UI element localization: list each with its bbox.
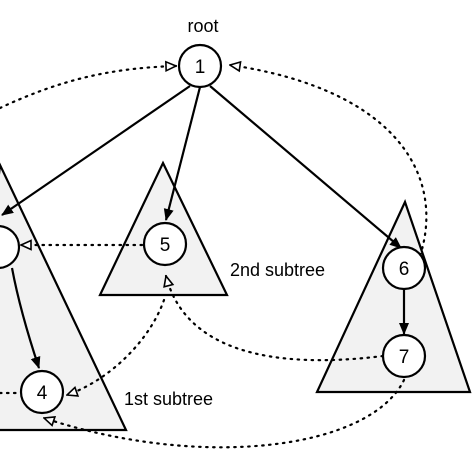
edge-2-to-4: [10, 267, 41, 369]
edge-1-to-2: [1, 85, 191, 216]
thread-edge-2-to-1: [0, 66, 176, 110]
thread-edge-5-to-4: [67, 298, 166, 395]
third-subtree-triangle: [315, 199, 472, 394]
node-label: 6: [399, 259, 410, 280]
first-subtree-label: 1st subtree: [124, 389, 213, 409]
thread-edge-7-to-4: [44, 378, 406, 449]
second-subtree-label: 2nd subtree: [230, 260, 325, 280]
thread-edge-6-to-1: [230, 65, 428, 264]
tree-node-4: 4: [19, 369, 65, 415]
node-label: 4: [37, 383, 48, 404]
node-label: 7: [399, 347, 410, 368]
tree-node-5: 5: [142, 221, 188, 267]
tree-node-7: 7: [381, 333, 427, 379]
edge-1-to-6: [209, 85, 402, 249]
root-label: root: [187, 16, 218, 36]
tree-node-2: [0, 224, 21, 270]
edge-1-to-5: [163, 86, 202, 221]
thread-edge-7-to-5: [166, 276, 385, 362]
node-label: 1: [195, 57, 206, 78]
node-label: 5: [160, 235, 171, 256]
tree-node-1: 1: [177, 43, 223, 89]
tree-node-6: 6: [381, 245, 427, 291]
